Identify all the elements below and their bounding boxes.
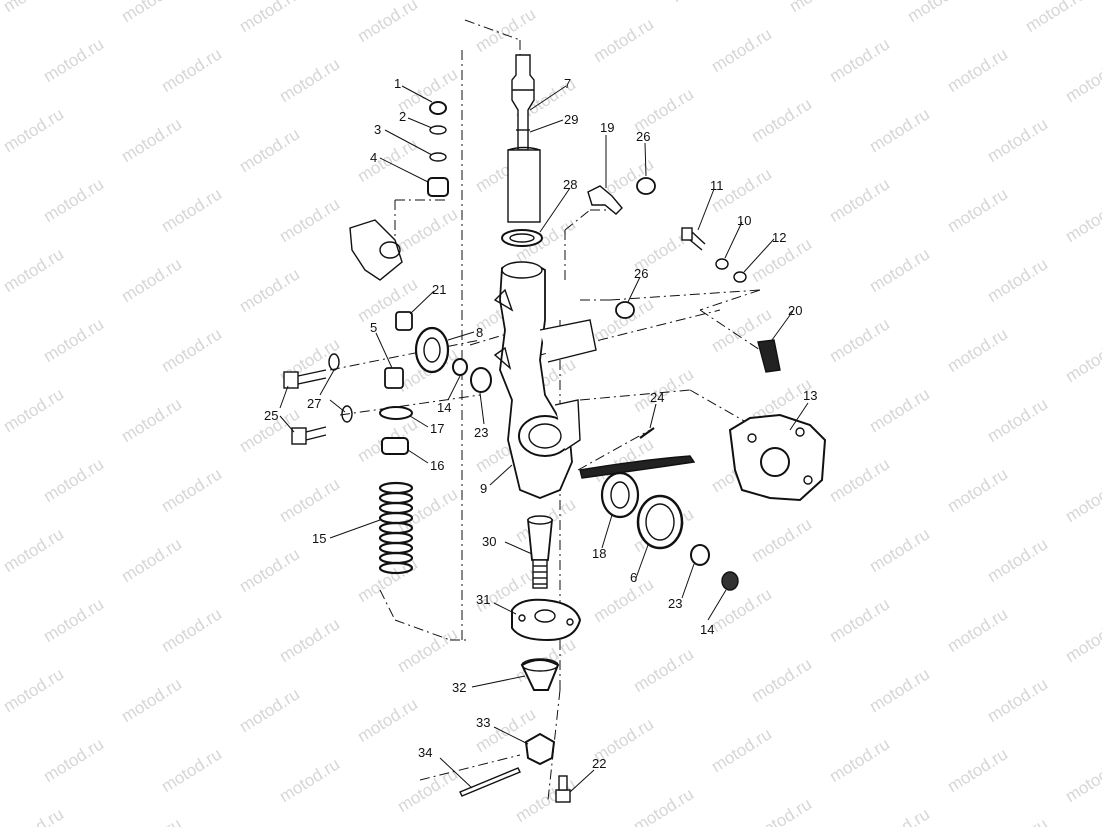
seal-part-8 bbox=[414, 326, 450, 374]
callout-32: 32 bbox=[452, 680, 466, 695]
callout-labels: 1 2 3 4 5 6 7 8 9 10 11 12 13 14 14 15 1… bbox=[264, 76, 817, 771]
stud-part-30 bbox=[527, 515, 553, 589]
leader-lines bbox=[279, 85, 809, 793]
washer-part-2 bbox=[429, 125, 447, 135]
castle-nut-part-33 bbox=[524, 732, 556, 766]
callout-11: 11 bbox=[710, 178, 724, 193]
callout-3: 3 bbox=[374, 122, 381, 137]
callout-27: 27 bbox=[307, 396, 321, 411]
callout-10: 10 bbox=[737, 213, 751, 228]
seal-part-18 bbox=[600, 471, 640, 519]
nut-part-26-lower bbox=[615, 301, 635, 319]
callout-26a: 26 bbox=[636, 129, 650, 144]
bolt-part-22 bbox=[555, 775, 571, 803]
callout-17: 17 bbox=[430, 421, 444, 436]
callout-12: 12 bbox=[772, 230, 786, 245]
bolt-part-25-lower bbox=[291, 426, 327, 445]
shaft-part bbox=[507, 54, 541, 223]
nut-part-5 bbox=[384, 367, 404, 389]
ring-part-28 bbox=[501, 229, 543, 247]
callout-23a: 23 bbox=[474, 425, 488, 440]
washer-part-17 bbox=[379, 406, 413, 420]
bolt-part-25-upper bbox=[283, 369, 327, 389]
bushing-part-4 bbox=[427, 177, 449, 197]
cotter-pin-part-34 bbox=[459, 767, 521, 797]
bracket-part bbox=[349, 219, 403, 281]
callout-14b: 14 bbox=[700, 622, 714, 637]
callout-23b: 23 bbox=[668, 596, 682, 611]
callout-2: 2 bbox=[399, 109, 406, 124]
ring-part-23-right bbox=[690, 544, 710, 566]
callout-7: 7 bbox=[564, 76, 571, 91]
callout-15: 15 bbox=[312, 531, 326, 546]
callout-25: 25 bbox=[264, 408, 278, 423]
callout-26b: 26 bbox=[634, 266, 648, 281]
center-lines bbox=[329, 19, 761, 801]
washer-part-10 bbox=[715, 258, 729, 270]
callout-5: 5 bbox=[370, 320, 377, 335]
callout-18: 18 bbox=[592, 546, 606, 561]
bearing-part-6 bbox=[636, 494, 684, 550]
screw-part-24 bbox=[639, 427, 655, 439]
callout-4: 4 bbox=[370, 150, 377, 165]
bushing-part-16 bbox=[381, 437, 409, 455]
callout-16: 16 bbox=[430, 458, 444, 473]
callout-33: 33 bbox=[476, 715, 490, 730]
knuckle-housing-part-9 bbox=[493, 261, 597, 499]
nut-part-14-right bbox=[721, 571, 739, 591]
cone-part-32 bbox=[520, 658, 560, 691]
hub-part-13 bbox=[728, 413, 827, 502]
callout-29: 29 bbox=[564, 112, 578, 127]
callout-22: 22 bbox=[592, 756, 606, 771]
nut-part-14-left bbox=[452, 358, 468, 376]
washer-part-27-upper bbox=[328, 353, 340, 371]
callout-19: 19 bbox=[600, 120, 614, 135]
callout-1: 1 bbox=[394, 76, 401, 91]
ring-part-23-left bbox=[470, 367, 492, 393]
callout-9: 9 bbox=[480, 481, 487, 496]
washer-part-3 bbox=[429, 152, 447, 162]
clamp-part-19 bbox=[587, 185, 623, 215]
callout-6: 6 bbox=[630, 570, 637, 585]
callout-24: 24 bbox=[650, 390, 664, 405]
washer-part-27-lower bbox=[341, 405, 353, 423]
callout-30: 30 bbox=[482, 534, 496, 549]
nut-part-26-upper bbox=[636, 177, 656, 195]
callout-31: 31 bbox=[476, 592, 490, 607]
nut-part-1 bbox=[429, 101, 447, 115]
block-part-20 bbox=[757, 339, 781, 373]
callout-28: 28 bbox=[563, 177, 577, 192]
callout-14a: 14 bbox=[437, 400, 451, 415]
callout-13: 13 bbox=[803, 388, 817, 403]
flange-part-31 bbox=[511, 598, 582, 642]
washer-part-12 bbox=[733, 271, 747, 283]
callout-8: 8 bbox=[476, 325, 483, 340]
fitting-part-21 bbox=[395, 311, 413, 331]
spring-part-15 bbox=[378, 481, 414, 575]
bolt-part-11 bbox=[681, 227, 706, 251]
lever-part bbox=[579, 455, 696, 479]
callout-21: 21 bbox=[432, 282, 446, 297]
callout-20: 20 bbox=[788, 303, 802, 318]
callout-34: 34 bbox=[418, 745, 432, 760]
